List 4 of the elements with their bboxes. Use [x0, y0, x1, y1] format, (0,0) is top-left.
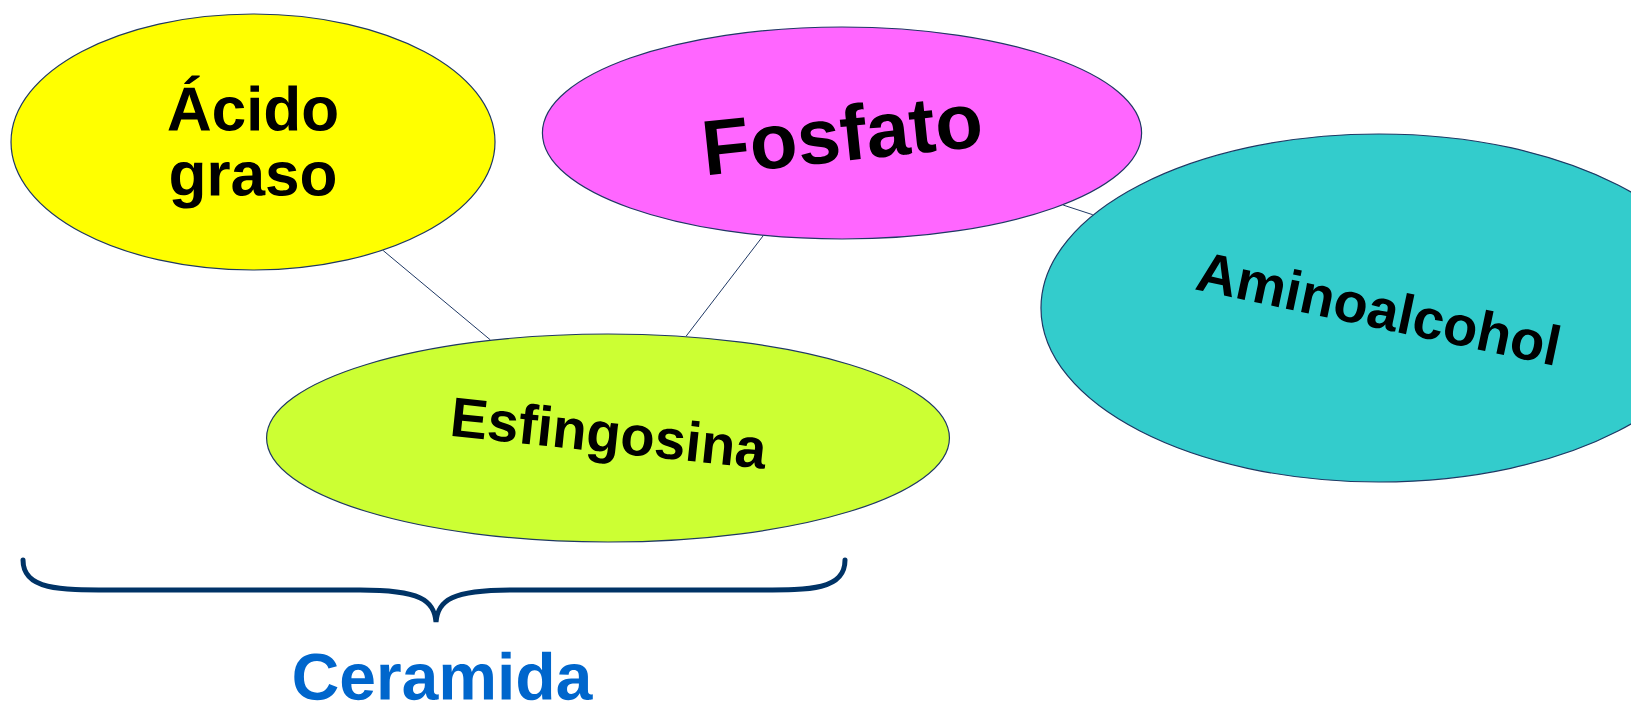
title-text: Ceramida [294, 651, 593, 701]
connector-line [685, 235, 764, 337]
connector-line [1062, 204, 1094, 216]
connector-line [382, 250, 491, 341]
